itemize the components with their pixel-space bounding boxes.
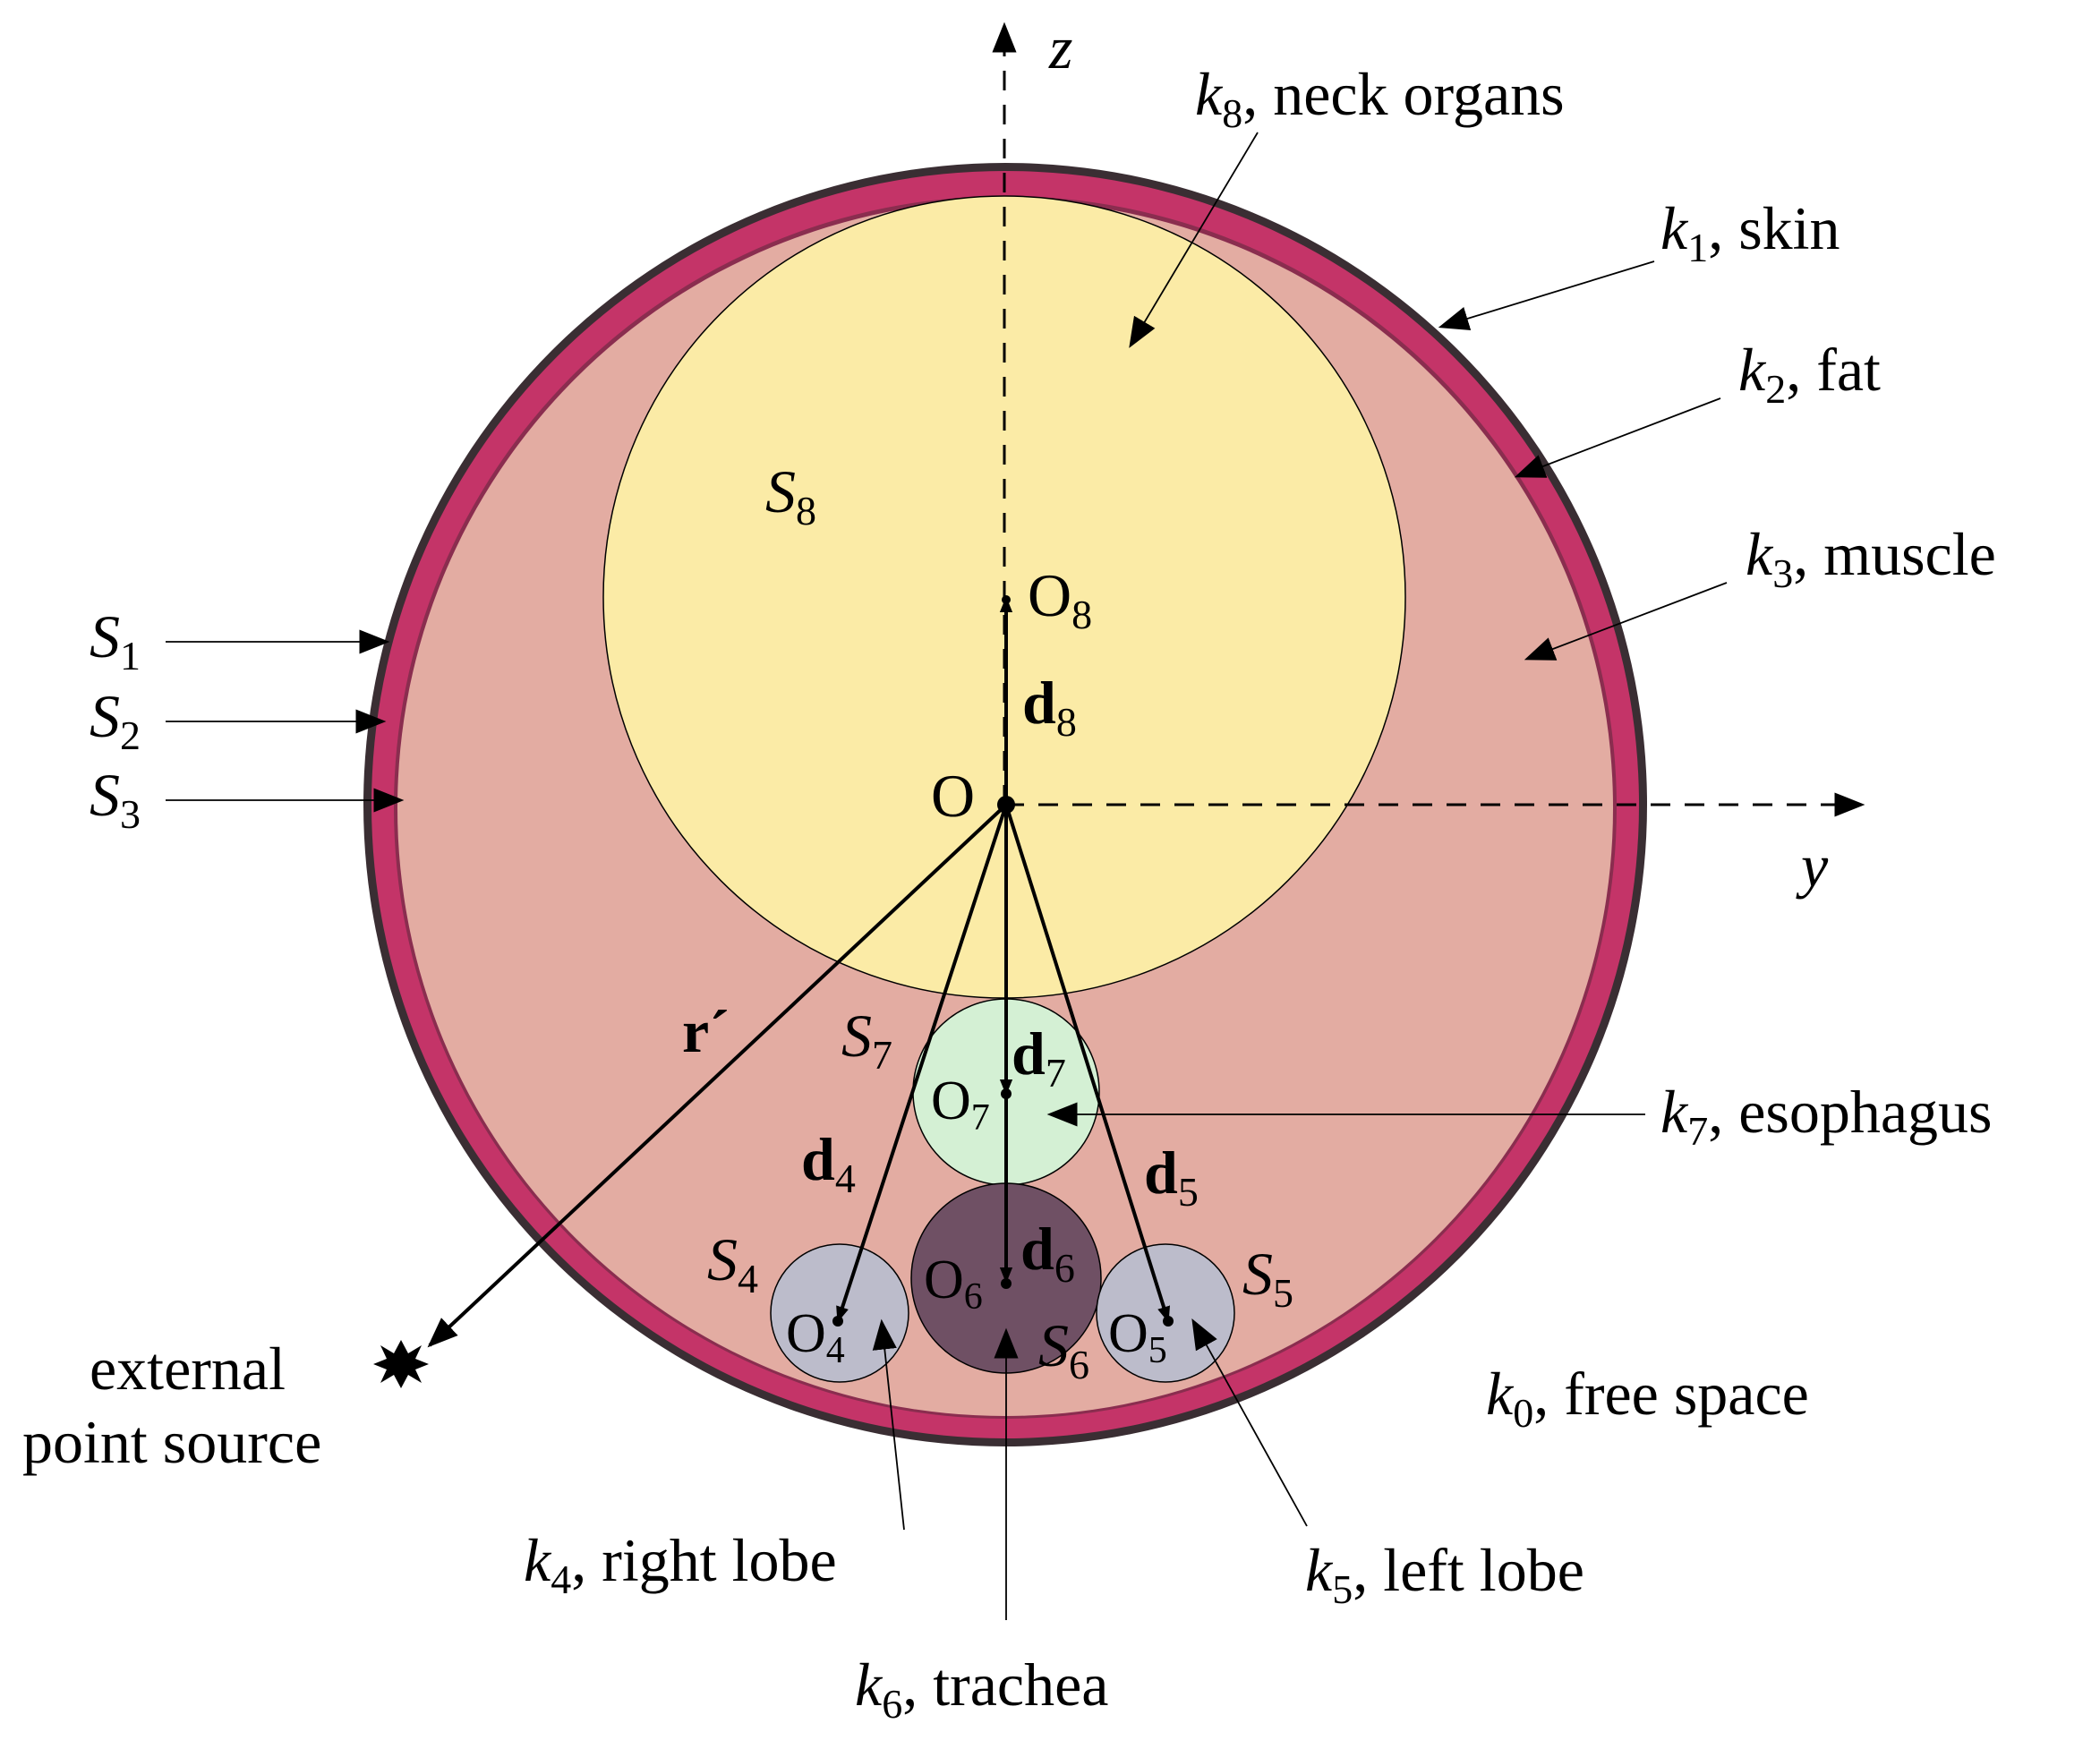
label-o5: O5	[1108, 1303, 1167, 1371]
label-s6: S6	[1038, 1311, 1089, 1387]
o8-point	[1002, 595, 1011, 604]
origin-point	[997, 796, 1015, 814]
pointer-k1	[1438, 260, 1655, 331]
pointer-k8	[1129, 132, 1259, 348]
label-k2: k2, fat	[1738, 336, 1881, 412]
label-o4: O4	[786, 1303, 845, 1371]
label-s5: S5	[1242, 1240, 1293, 1316]
pointer-k2	[1514, 397, 1721, 478]
o7-point	[1001, 1088, 1012, 1099]
o5-point	[1163, 1316, 1174, 1327]
label-s4: S4	[707, 1225, 758, 1301]
label-s3: S3	[90, 761, 141, 837]
vector-d4	[836, 804, 1008, 1323]
label-d5: d5	[1144, 1139, 1199, 1215]
source-label-line1: external	[90, 1335, 286, 1403]
label-o7: O7	[931, 1071, 990, 1139]
o4-point	[832, 1316, 843, 1327]
label-r-prime: r´	[682, 997, 730, 1065]
label-d8: d8	[1022, 669, 1077, 745]
source-label-line2: point source	[22, 1408, 321, 1476]
vector-r-prime	[427, 803, 1008, 1348]
origin-label: O	[931, 762, 975, 830]
pointer-k5	[1191, 1318, 1308, 1527]
label-s1: S1	[90, 602, 141, 678]
y-axis-label: y	[1796, 832, 1829, 900]
o6-point	[1001, 1278, 1012, 1289]
point-source-star	[373, 1340, 429, 1388]
label-d7: d7	[1012, 1020, 1066, 1096]
label-s2: S2	[90, 682, 141, 758]
pointer-k3	[1524, 582, 1728, 661]
label-k3: k3, muscle	[1746, 520, 1996, 596]
label-s7: S7	[841, 1002, 892, 1078]
z-axis-label: z	[1048, 13, 1072, 81]
label-d4: d4	[801, 1125, 856, 1201]
label-k7: k7, esophagus	[1660, 1078, 1992, 1154]
label-k6: k6, trachea	[855, 1651, 1108, 1727]
label-s8: S8	[765, 457, 816, 533]
pointer-k4	[872, 1318, 905, 1531]
label-k0: k0, free space	[1486, 1360, 1809, 1436]
label-o8: O8	[1028, 561, 1092, 637]
vector-d5	[1004, 804, 1171, 1323]
label-k4: k4, right lobe	[524, 1526, 837, 1602]
label-k8: k8, neck organs	[1195, 60, 1565, 136]
label-o6: O6	[924, 1250, 983, 1318]
label-k1: k1, skin	[1660, 194, 1840, 270]
label-d6: d6	[1020, 1215, 1075, 1291]
label-k5: k5, left lobe	[1305, 1536, 1584, 1612]
